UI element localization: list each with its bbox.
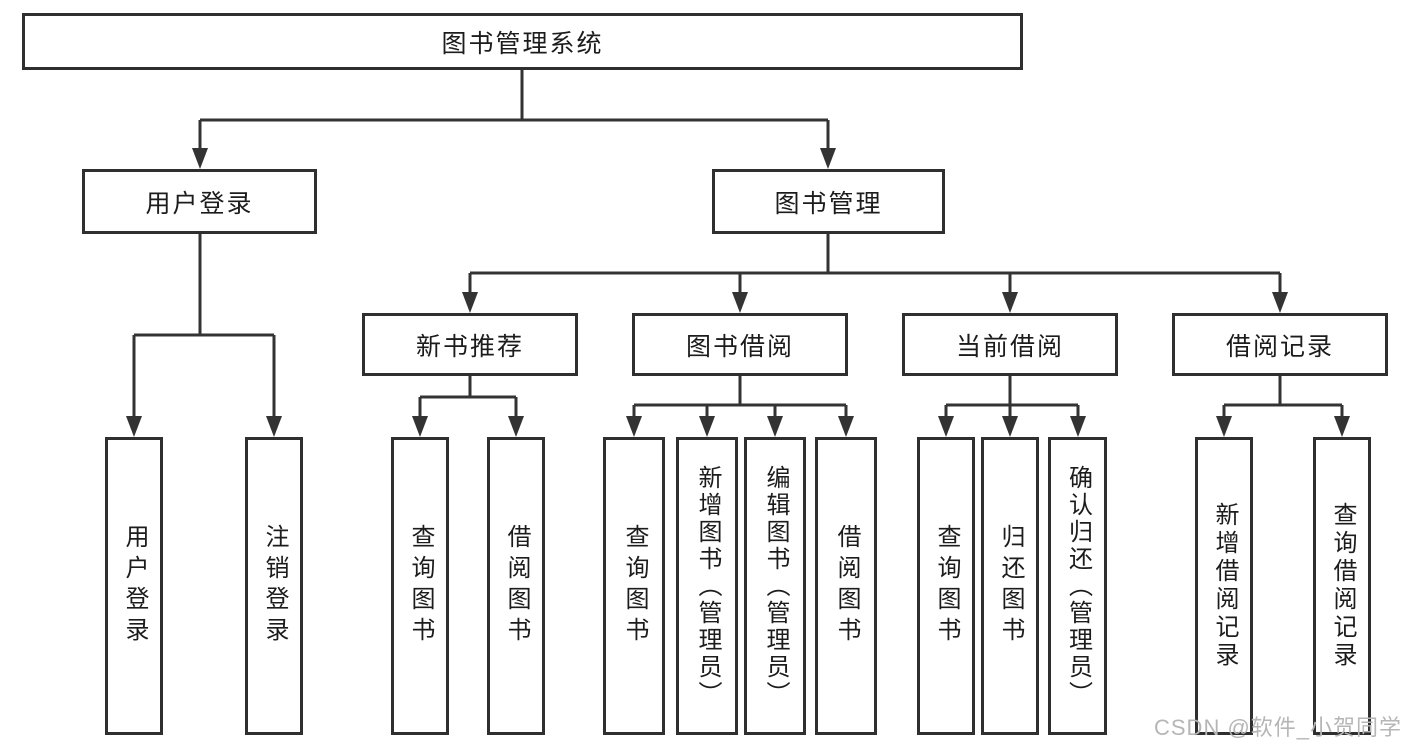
node-current-borrow: 当前借阅	[902, 313, 1118, 376]
leaf-query-books-recommend: 查询图书	[391, 437, 449, 735]
leaf-borrow-books-label: 借阅图书	[833, 524, 860, 648]
leaf-logout: 注销登录	[245, 437, 303, 735]
leaf-borrow-books-recommend: 借阅图书	[487, 437, 545, 735]
node-new-book-recommend: 新书推荐	[362, 313, 578, 376]
leaf-query-books-current-label: 查询图书	[933, 524, 960, 648]
node-current-borrow-label: 当前借阅	[955, 332, 1064, 361]
leaf-query-books-recommend-label: 查询图书	[407, 524, 434, 648]
leaf-add-books-admin-label: 新增图书（管理员）	[694, 464, 721, 708]
leaf-query-books-borrow-label: 查询图书	[621, 524, 648, 648]
node-borrow-records-label: 借阅记录	[1225, 332, 1334, 361]
leaf-add-books-admin: 新增图书（管理员）	[676, 437, 738, 735]
leaf-add-borrow-record-label: 新增借阅记录	[1211, 502, 1238, 670]
node-user-login-label: 用户登录	[145, 189, 254, 218]
node-book-borrow: 图书借阅	[632, 313, 848, 376]
node-book-management-label: 图书管理	[774, 189, 883, 218]
node-book-borrow-label: 图书借阅	[685, 332, 794, 361]
leaf-edit-books-admin: 编辑图书（管理员）	[744, 437, 806, 735]
leaf-query-books-borrow: 查询图书	[603, 437, 665, 735]
leaf-user-login-label: 用户登录	[121, 524, 148, 648]
root-node: 图书管理系统	[22, 13, 1023, 70]
leaf-query-borrow-record: 查询借阅记录	[1313, 437, 1371, 735]
node-book-management: 图书管理	[712, 169, 945, 234]
leaf-add-borrow-record: 新增借阅记录	[1195, 437, 1253, 735]
node-new-book-recommend-label: 新书推荐	[415, 332, 524, 361]
leaf-borrow-books-recommend-label: 借阅图书	[503, 524, 530, 648]
csdn-watermark: CSDN @软件_小贺同学	[1154, 715, 1403, 740]
leaf-logout-label: 注销登录	[261, 524, 288, 648]
node-borrow-records: 借阅记录	[1172, 313, 1388, 376]
leaf-confirm-return-admin-label: 确认归还（管理员）	[1064, 464, 1092, 708]
node-user-login: 用户登录	[82, 169, 317, 234]
leaf-return-books-label: 归还图书	[997, 524, 1024, 648]
leaf-query-borrow-record-label: 查询借阅记录	[1329, 502, 1356, 670]
leaf-borrow-books: 借阅图书	[815, 437, 877, 735]
leaf-return-books: 归还图书	[981, 437, 1039, 735]
leaf-query-books-current: 查询图书	[917, 437, 975, 735]
leaf-confirm-return-admin: 确认归还（管理员）	[1048, 437, 1107, 735]
leaf-user-login: 用户登录	[105, 437, 163, 735]
root-node-label: 图书管理系统	[441, 29, 604, 58]
leaf-edit-books-admin-label: 编辑图书（管理员）	[762, 464, 789, 708]
